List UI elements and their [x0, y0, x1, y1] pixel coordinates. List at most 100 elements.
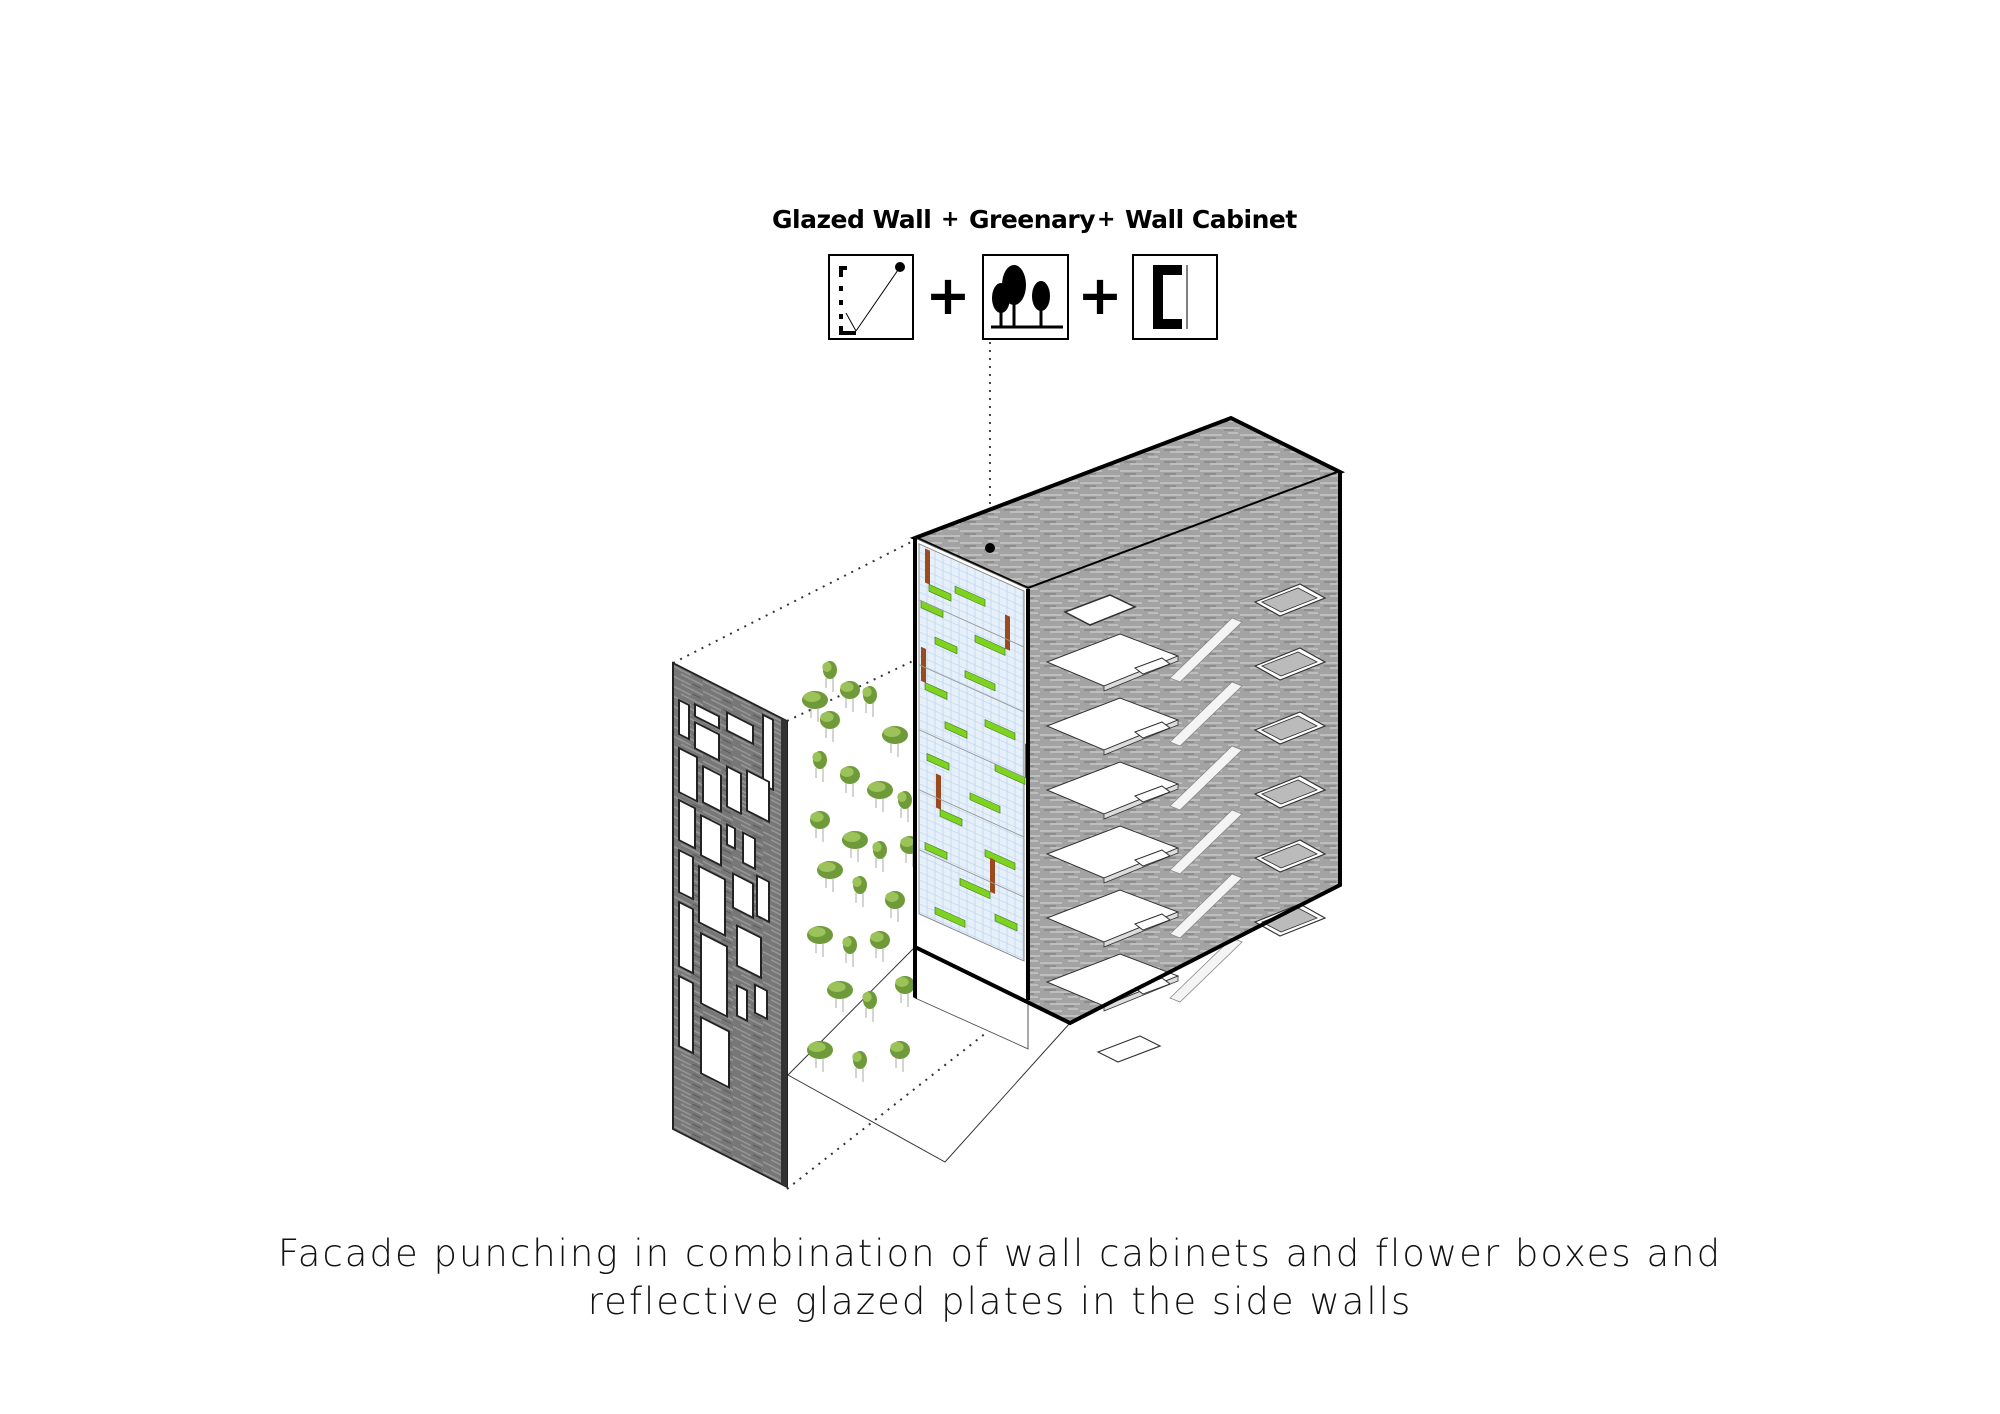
plant-foliage	[900, 837, 914, 847]
plant-cluster	[852, 876, 867, 907]
plant-cluster	[867, 781, 893, 812]
plant-cluster	[842, 831, 868, 862]
plant-roots	[900, 993, 909, 1007]
roof-planter-box	[1063, 594, 1137, 626]
stair-flight	[1169, 809, 1243, 875]
plant-cluster	[822, 661, 837, 692]
wall-cabinet	[990, 857, 995, 895]
flower-box	[944, 721, 968, 739]
plant-foliage	[883, 727, 901, 737]
plant-foliage	[890, 1042, 904, 1052]
plant-roots	[845, 953, 854, 967]
balcony-box-inner	[1261, 843, 1318, 869]
plant-cluster	[895, 976, 915, 1007]
plant-foliage	[862, 992, 872, 1002]
stair-flight	[1169, 745, 1243, 811]
planter-box	[1133, 913, 1172, 931]
plant-cluster	[810, 811, 830, 842]
glazed-wall-sun-reflection-icon	[828, 254, 914, 340]
flower-box	[959, 877, 991, 900]
plant-foliage	[822, 662, 832, 672]
floor-line	[919, 789, 1024, 838]
ground-planter-box	[1096, 1035, 1162, 1063]
flower-box	[934, 636, 958, 655]
flower-box	[934, 906, 966, 928]
plant-foliage	[803, 692, 821, 702]
plus-sign: +	[1097, 207, 1116, 232]
plant-foliage	[885, 892, 899, 902]
plant-foliage	[840, 767, 854, 777]
plant-cluster	[812, 751, 827, 782]
plant-roots	[815, 1058, 824, 1072]
stair-flight	[1169, 873, 1243, 939]
building-front-facade	[913, 537, 1030, 1050]
plant-cluster	[840, 681, 860, 712]
flower-box	[924, 682, 948, 700]
plant-cluster	[807, 1041, 833, 1072]
caption-line-1: Facade punching in combination of wall c…	[277, 1232, 1723, 1275]
plant-foliage	[808, 927, 826, 937]
plant-roots	[905, 853, 914, 867]
plant-foliage	[820, 712, 834, 722]
stair-flight	[1169, 937, 1243, 1003]
plant-roots	[835, 998, 844, 1012]
floor-line	[919, 664, 1024, 713]
plant-roots	[890, 908, 899, 922]
trees-icon	[982, 254, 1069, 340]
plant-foliage	[842, 937, 852, 947]
floor-line	[919, 599, 1024, 648]
plant-roots	[890, 743, 899, 757]
plant-roots	[850, 848, 859, 862]
wall-cabinet	[1005, 614, 1010, 651]
flower-box	[924, 842, 948, 860]
plant-foliage	[862, 687, 872, 697]
plant-cluster	[862, 991, 877, 1022]
plant-roots	[810, 708, 819, 722]
flower-box	[954, 585, 986, 607]
plant-foliage	[868, 782, 886, 792]
planter-box	[1133, 721, 1172, 739]
plant-cluster	[827, 981, 853, 1012]
balcony-box-inner	[1261, 651, 1318, 677]
plant-foliage	[897, 792, 907, 802]
floor-line	[919, 729, 1024, 778]
floor-line	[919, 849, 1024, 898]
plant-cluster	[885, 891, 905, 922]
wall-cabinet-icon	[1132, 254, 1218, 340]
plant-cluster	[890, 1041, 910, 1072]
plant-roots	[895, 1058, 904, 1072]
plant-foliage	[872, 842, 882, 852]
plant-roots	[865, 703, 874, 717]
plant-cluster	[897, 791, 912, 822]
plant-foliage	[852, 877, 862, 887]
plant-foliage	[895, 977, 909, 987]
planter-box	[1133, 849, 1172, 867]
plus-sign: +	[941, 207, 960, 232]
flower-box	[939, 808, 963, 827]
planter-box	[1133, 657, 1172, 675]
stair-flight	[1169, 617, 1243, 683]
plant-roots	[845, 783, 854, 797]
building-outline	[913, 472, 1342, 1026]
wall-cabinet	[921, 646, 926, 683]
plant-foliage	[840, 682, 854, 692]
plant-foliage	[812, 752, 822, 762]
plant-foliage	[818, 862, 836, 872]
flower-box	[984, 849, 1016, 871]
plant-cluster	[862, 686, 877, 717]
plant-roots	[855, 893, 864, 907]
plant-cluster	[840, 766, 860, 797]
plant-foliage	[870, 932, 884, 942]
plant-foliage	[852, 1052, 862, 1062]
plus-sign: +	[1077, 264, 1122, 327]
reference-dot	[985, 543, 995, 553]
plant-roots	[815, 828, 824, 842]
caption-line-2: reflective glazed plates in the side wal…	[587, 1280, 1413, 1323]
plant-roots	[865, 1008, 874, 1022]
plant-cluster	[870, 931, 890, 962]
plant-roots	[825, 728, 834, 742]
flower-box	[964, 670, 996, 692]
label-greenary: Greenary	[969, 205, 1096, 234]
plant-roots	[845, 698, 854, 712]
